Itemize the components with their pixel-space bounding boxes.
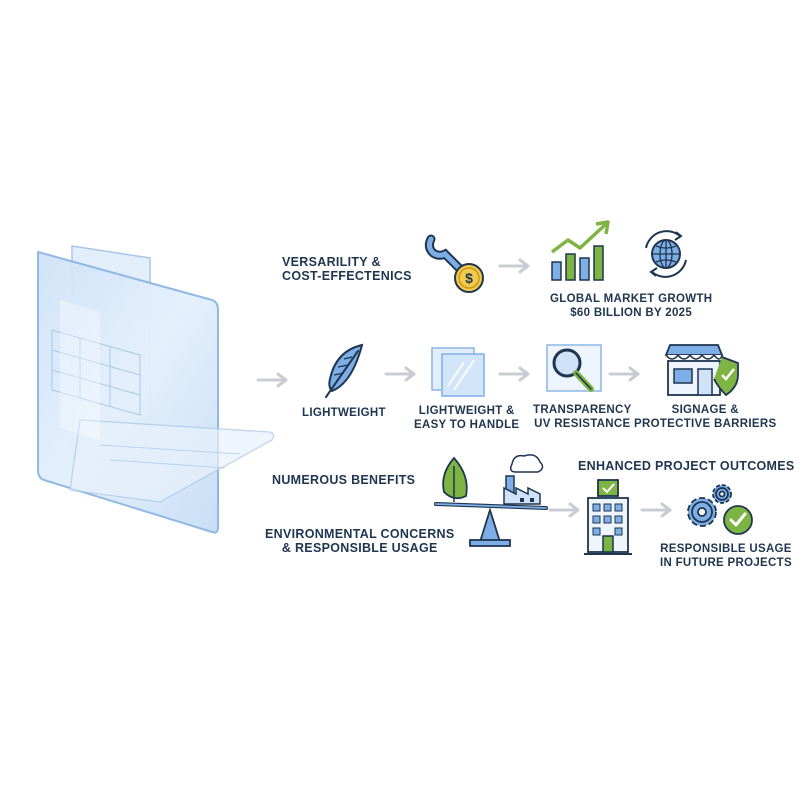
lightweight-label: Lightweight [302,407,386,419]
wrench-coin-icon: $ [424,234,484,293]
arrow-sheet-to-row2 [256,372,288,388]
arrow-row3-b [640,502,672,518]
easy-handle-label: Lightweight &Easy to Handle [414,405,520,431]
gears-check-icon [687,484,753,535]
magnifier-icon [546,344,602,392]
acrylic-sheet-icon [37,245,275,534]
globe-cycle-icon [645,230,687,278]
growth-chart-icon [550,220,610,281]
environmental-label: Environmental Concerns& Responsible Usag… [265,527,455,555]
enhanced-outcomes-label: Enhanced Project Outcomes [578,459,795,473]
transparency-label: TransparencyUV Resistance [533,404,632,430]
responsible-usage-label: Responsible Usagein Future Projects [660,543,792,569]
arrow-row2-b [498,366,530,382]
arrow-row3-a [548,502,580,518]
arrow-row1 [498,258,530,274]
signage-label: Signage &Protective Barriers [634,404,777,430]
sheets-icon [431,347,485,397]
feather-icon [325,343,364,398]
building-icon [584,479,632,555]
numerous-benefits-label: Numerous Benefits [272,473,416,487]
arrow-row2-c [608,366,640,382]
arrow-row2-a [384,366,416,382]
storefront-shield-icon [664,344,739,397]
leaf-factory-scale-icon [434,454,548,547]
versatility-label: Versarility &Cost-Effectenics [282,255,412,283]
market-growth-label: Global Market Growth$60 Billion by 2025 [550,293,713,319]
svg-text:$: $ [465,270,473,286]
